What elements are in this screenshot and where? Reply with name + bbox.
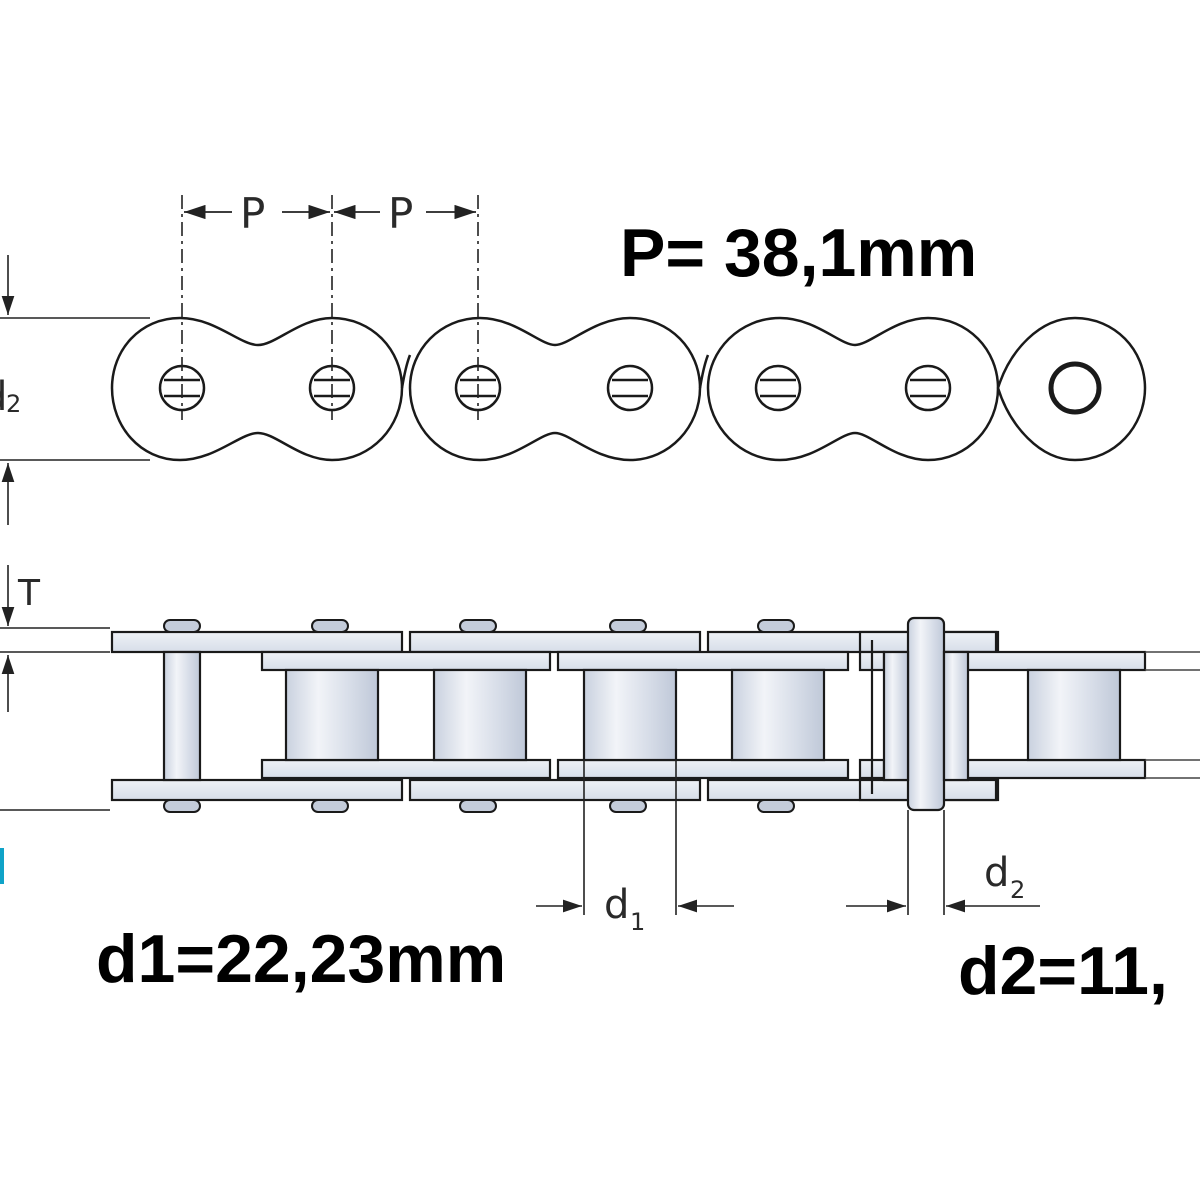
cyan-accent-mark <box>0 848 4 884</box>
roller-diameter-subscript: 1 <box>630 908 645 936</box>
roller-diameter-dimension <box>536 760 734 915</box>
pitch-value-label: P= 38,1mm <box>620 215 977 291</box>
pin-diameter-value-label: d2=11, <box>958 933 1168 1009</box>
chain-side-view <box>110 316 1147 462</box>
pitch-center-lines <box>181 195 479 420</box>
link-outline-3 <box>706 316 1000 462</box>
height-symbol: d <box>0 374 7 420</box>
pin-heads <box>163 619 795 813</box>
pin-diameter-subscript: 2 <box>1010 876 1025 904</box>
rollers <box>284 668 1122 762</box>
pin-7-open <box>1048 361 1102 415</box>
pin-diameter-symbol: d <box>984 850 1009 896</box>
pin-4 <box>606 364 654 412</box>
roller-diameter-symbol: d <box>604 882 629 928</box>
pin-6 <box>904 364 952 412</box>
connecting-pin <box>870 616 970 812</box>
end-pin-shaft <box>162 650 202 782</box>
right-extension-lines <box>1145 651 1200 779</box>
pitch-symbol-2: P <box>388 189 413 238</box>
height-dimension <box>0 255 150 525</box>
roller-diameter-value-label: d1=22,23mm <box>96 921 506 997</box>
pin-5 <box>754 364 802 412</box>
thickness-symbol: T <box>17 573 41 614</box>
thickness-dimension <box>0 565 110 811</box>
pin-diameter-dimension <box>846 810 1040 915</box>
inner-plates <box>260 650 1147 780</box>
link-outline-1 <box>110 316 404 462</box>
link-outline-2 <box>408 316 702 462</box>
pitch-symbol-1: P <box>240 189 265 238</box>
height-subscript: 2 <box>6 390 21 418</box>
